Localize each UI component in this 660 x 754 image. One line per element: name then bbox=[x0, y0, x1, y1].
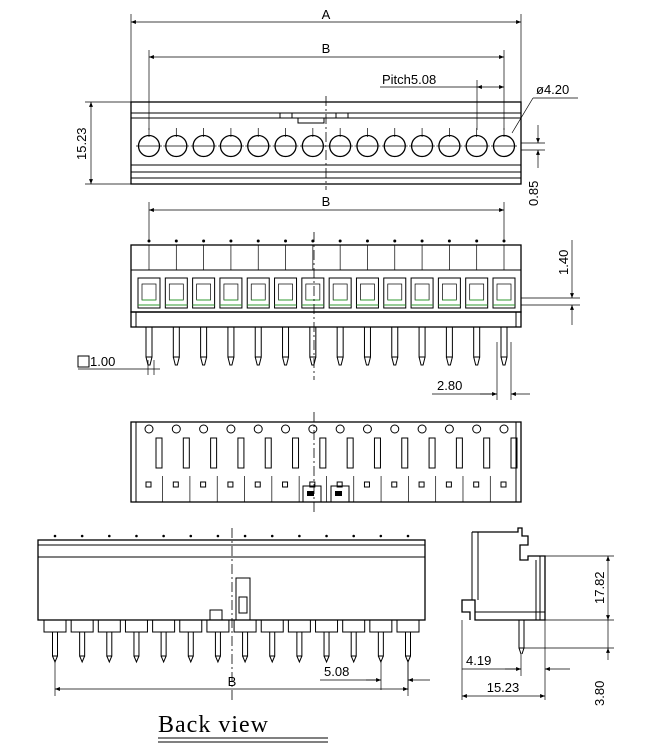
front-pin bbox=[492, 239, 516, 366]
dim-side-height-label: 17.82 bbox=[592, 571, 607, 604]
dim-b-front-label: B bbox=[322, 194, 331, 209]
dim-b-back-label: B bbox=[228, 674, 237, 689]
dim-pitch-label: Pitch5.08 bbox=[382, 72, 436, 87]
front-pin bbox=[437, 239, 461, 366]
bottom-slot bbox=[281, 424, 300, 502]
front-pin bbox=[274, 239, 298, 366]
bottom-slot bbox=[499, 424, 518, 488]
top-hole bbox=[354, 128, 381, 158]
dim-height-top-label: 15.23 bbox=[74, 127, 89, 160]
back-pin bbox=[369, 534, 393, 664]
top-holes bbox=[136, 128, 517, 158]
top-hole bbox=[136, 128, 162, 158]
top-view: A B Pitch5.08 ø4.20 15.23 bbox=[74, 7, 578, 206]
dim-a-label: A bbox=[322, 7, 331, 22]
top-hole bbox=[272, 128, 299, 158]
bottom-slot bbox=[444, 424, 464, 502]
dim-b-top-label: B bbox=[322, 41, 331, 56]
back-pin bbox=[342, 534, 366, 664]
top-hole bbox=[491, 128, 517, 158]
back-pin bbox=[315, 534, 339, 664]
back-pin bbox=[70, 534, 94, 664]
dim-side-width-label: 15.23 bbox=[487, 680, 520, 695]
back-pin bbox=[43, 534, 67, 664]
front-pin bbox=[192, 239, 216, 366]
bottom-view bbox=[130, 412, 522, 512]
front-pins bbox=[137, 239, 516, 366]
back-pin bbox=[97, 534, 121, 664]
back-pin bbox=[206, 534, 230, 664]
top-hole bbox=[299, 128, 326, 158]
top-hole bbox=[163, 128, 190, 158]
dim-hole-label: ø4.20 bbox=[536, 82, 569, 97]
bottom-slot bbox=[362, 424, 382, 502]
top-hole bbox=[381, 128, 408, 158]
front-view: B 1.40 1.00 2.80 bbox=[77, 194, 580, 400]
dim-side-pin-label: 3.80 bbox=[592, 681, 607, 706]
dim-side-419-label: 4.19 bbox=[466, 653, 491, 668]
back-pin bbox=[152, 534, 176, 664]
top-hole bbox=[245, 128, 272, 158]
top-hole bbox=[436, 128, 463, 158]
bottom-slot bbox=[472, 424, 491, 502]
top-hole bbox=[190, 128, 217, 158]
front-pin bbox=[410, 239, 434, 366]
bottom-slots bbox=[144, 424, 518, 502]
front-pin bbox=[137, 239, 161, 366]
bottom-slot bbox=[390, 424, 409, 502]
front-pin bbox=[355, 239, 379, 366]
front-pin bbox=[383, 239, 407, 366]
dim-square-label: 1.00 bbox=[90, 354, 115, 369]
back-pin bbox=[179, 534, 203, 664]
back-pins bbox=[43, 534, 420, 664]
front-pin bbox=[246, 239, 270, 366]
back-pin bbox=[260, 534, 284, 664]
top-hole bbox=[327, 128, 354, 158]
top-hole bbox=[463, 128, 490, 158]
bottom-slot bbox=[417, 424, 437, 502]
front-pin bbox=[219, 239, 243, 366]
bottom-slot bbox=[199, 424, 218, 502]
bottom-slot bbox=[308, 424, 327, 502]
back-view: 5.08 B Back view bbox=[37, 528, 430, 743]
front-pin bbox=[164, 239, 188, 366]
side-view: 17.82 3.80 4.19 15.23 bbox=[461, 527, 614, 706]
top-hole bbox=[409, 128, 436, 158]
bottom-slot bbox=[226, 424, 245, 502]
dim-pitch-back-label: 5.08 bbox=[324, 664, 349, 679]
front-pin bbox=[301, 239, 325, 366]
dim-085-label: 0.85 bbox=[526, 181, 541, 206]
back-view-caption: Back view bbox=[158, 712, 269, 738]
front-pin bbox=[465, 239, 489, 366]
back-pin bbox=[287, 534, 311, 664]
front-pin bbox=[328, 239, 352, 366]
back-pin bbox=[396, 534, 420, 664]
bottom-slot bbox=[144, 424, 163, 502]
back-pin bbox=[233, 534, 257, 664]
back-pin bbox=[124, 534, 148, 664]
bottom-slot bbox=[253, 424, 273, 502]
bottom-slot bbox=[171, 424, 191, 502]
top-hole bbox=[217, 128, 244, 158]
dim-280-label: 2.80 bbox=[437, 378, 462, 393]
dim-140-label: 1.40 bbox=[556, 250, 571, 275]
bottom-slot bbox=[335, 424, 355, 502]
